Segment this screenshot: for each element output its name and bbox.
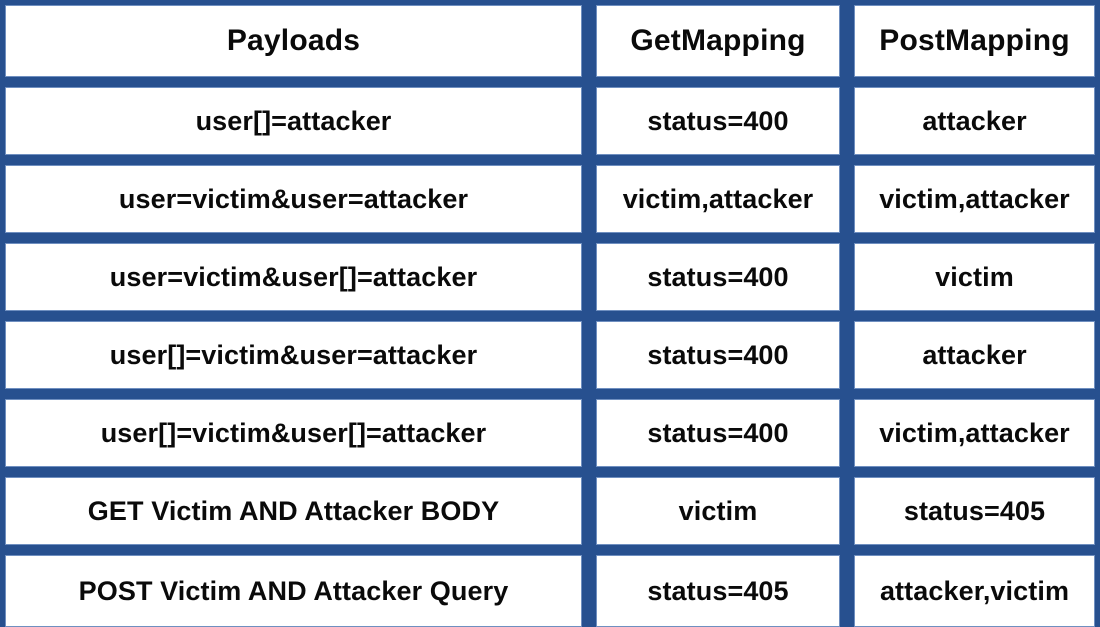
column-header-postmapping: PostMapping <box>854 5 1095 77</box>
cell-postmapping: attacker <box>854 87 1095 155</box>
cell-payload: POST Victim AND Attacker Query <box>5 555 582 627</box>
table-row: user[]=victim&user[]=attacker status=400… <box>5 399 1095 467</box>
cell-getmapping: status=405 <box>596 555 840 627</box>
cell-payload: user[]=attacker <box>5 87 582 155</box>
column-header-payloads: Payloads <box>5 5 582 77</box>
cell-getmapping: status=400 <box>596 243 840 311</box>
cell-postmapping: victim <box>854 243 1095 311</box>
table-header-row: Payloads GetMapping PostMapping <box>5 5 1095 77</box>
cell-getmapping: status=400 <box>596 87 840 155</box>
cell-getmapping: status=400 <box>596 399 840 467</box>
cell-postmapping: victim,attacker <box>854 165 1095 233</box>
cell-postmapping: status=405 <box>854 477 1095 545</box>
table-row: GET Victim AND Attacker BODY victim stat… <box>5 477 1095 545</box>
cell-payload: user=victim&user[]=attacker <box>5 243 582 311</box>
table-row: user[]=attacker status=400 attacker <box>5 87 1095 155</box>
table-row: user=victim&user[]=attacker status=400 v… <box>5 243 1095 311</box>
cell-payload: user=victim&user=attacker <box>5 165 582 233</box>
cell-postmapping: victim,attacker <box>854 399 1095 467</box>
cell-getmapping: status=400 <box>596 321 840 389</box>
cell-postmapping: attacker,victim <box>854 555 1095 627</box>
cell-postmapping: attacker <box>854 321 1095 389</box>
cell-payload: user[]=victim&user[]=attacker <box>5 399 582 467</box>
table-row: user=victim&user=attacker victim,attacke… <box>5 165 1095 233</box>
table-row: POST Victim AND Attacker Query status=40… <box>5 555 1095 627</box>
cell-payload: user[]=victim&user=attacker <box>5 321 582 389</box>
cell-payload: GET Victim AND Attacker BODY <box>5 477 582 545</box>
table-row: user[]=victim&user=attacker status=400 a… <box>5 321 1095 389</box>
column-header-getmapping: GetMapping <box>596 5 840 77</box>
cell-getmapping: victim,attacker <box>596 165 840 233</box>
cell-getmapping: victim <box>596 477 840 545</box>
